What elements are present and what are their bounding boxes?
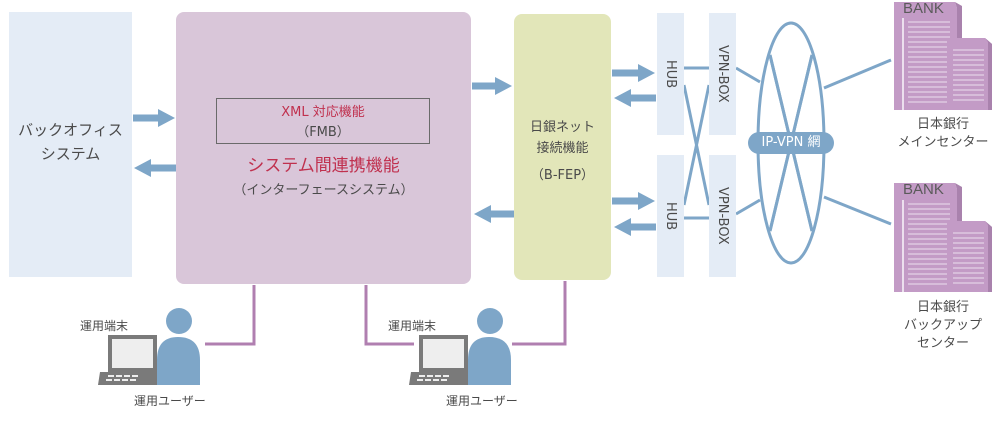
bank-backup-center-label: 日本銀行 バックアップ センター — [883, 299, 1000, 353]
operator-1-user-label: 運用ユーザー — [134, 394, 206, 408]
bank-main-line1: 日本銀行 — [916, 117, 969, 132]
bank-backup-line2: バックアップ — [903, 318, 982, 333]
bfep-label-line2: 接続機能 — [536, 141, 589, 156]
hub-label: HUB — [663, 201, 678, 231]
arrow-bfep-to-interface — [474, 205, 514, 223]
xml-function-box — [216, 98, 430, 144]
network-bank-links — [823, 58, 892, 226]
vpn-box-label: VPN-BOX — [715, 187, 730, 245]
bfep-label-line3: （B-FEP） — [530, 168, 595, 183]
ip-vpn-network-label: IP-VPN 網 — [748, 132, 834, 154]
operator-1-terminal-label: 運用端末 — [80, 319, 129, 333]
operator-1-figure — [98, 308, 200, 385]
interface-system-subtitle: （インターフェースシステム） — [233, 183, 414, 198]
bank-sign-main: BANK — [903, 0, 944, 17]
arrow-hub-1-to-bfep — [614, 89, 656, 107]
arrow-bfep-to-hub-2 — [612, 192, 655, 210]
link-network-backup-center — [823, 195, 892, 226]
backoffice-system-box — [9, 12, 132, 277]
bank-main-center-label: 日本銀行 メインセンター — [883, 116, 1000, 152]
arrow-interface-to-backoffice — [134, 159, 176, 177]
operator-connectors — [205, 281, 567, 346]
operator-2-user-label: 運用ユーザー — [446, 394, 518, 408]
arrow-hub-2-to-bfep — [614, 218, 656, 236]
hub-box-1: HUB — [657, 13, 684, 135]
arrow-backoffice-to-interface — [133, 109, 175, 127]
arrow-interface-to-bfep — [472, 77, 512, 95]
link-vpn2-network — [735, 198, 761, 216]
laptop-icon — [409, 335, 473, 385]
hub-label: HUB — [663, 59, 678, 89]
link-network-main-center — [823, 58, 892, 90]
interface-system-title: システム間連携機能 — [247, 156, 400, 176]
arrow-bfep-to-hub-1 — [612, 64, 655, 82]
backoffice-label-line2: システム — [40, 145, 101, 163]
bank-main-line2: メインセンター — [897, 135, 989, 150]
vpn-box-1: VPN-BOX — [709, 13, 736, 135]
user-icon — [157, 308, 200, 385]
backoffice-system-label: バックオフィス システム — [9, 118, 132, 166]
connector-interface-operator-2 — [364, 285, 414, 346]
bfep-label-line1: 日銀ネット — [529, 120, 595, 135]
laptop-icon — [98, 335, 162, 385]
connector-interface-operator-1 — [205, 285, 256, 346]
bank-sign-backup: BANK — [903, 181, 944, 198]
link-hub2-vpn1 — [682, 84, 711, 206]
operator-2-terminal-label: 運用端末 — [388, 319, 437, 333]
hub-vpn-links — [682, 66, 711, 220]
backoffice-label-line1: バックオフィス — [18, 121, 123, 139]
user-icon — [468, 308, 511, 385]
xml-function-title: XML 対応機能 — [281, 105, 365, 120]
link-vpn1-network — [735, 66, 761, 84]
operator-2-figure — [409, 308, 511, 385]
bank-backup-line1: 日本銀行 — [916, 300, 969, 315]
vpn-box-2: VPN-BOX — [709, 155, 736, 277]
interface-system-box — [176, 12, 471, 284]
bank-building-icon-main — [894, 2, 992, 110]
vpn-network-links — [735, 66, 761, 216]
bank-backup-line3: センター — [916, 336, 969, 351]
bfep-box — [514, 14, 611, 280]
xml-function-subtitle: （FMB） — [296, 125, 350, 140]
vpn-box-label: VPN-BOX — [715, 45, 730, 103]
hub-box-2: HUB — [657, 155, 684, 277]
connector-bfep-operator-2 — [512, 281, 567, 346]
bank-building-icon-backup — [894, 183, 992, 292]
